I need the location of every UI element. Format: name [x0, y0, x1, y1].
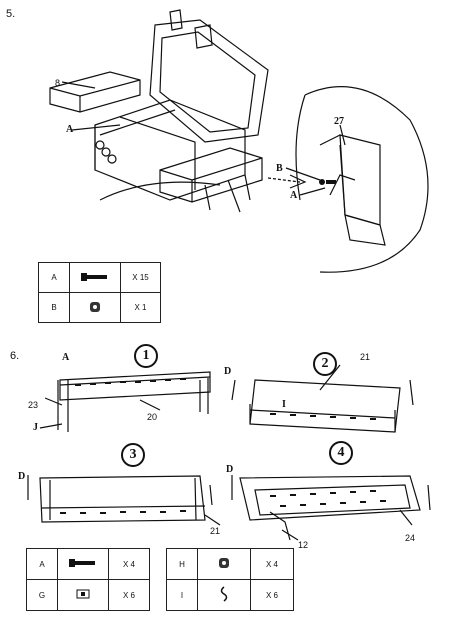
callout-d: D	[18, 471, 26, 482]
callout-24: 24	[405, 533, 416, 543]
bolt-icon	[69, 262, 121, 293]
part-qty: X 4	[108, 548, 150, 580]
part-qty: X 4	[250, 548, 294, 580]
part-key: I	[166, 579, 198, 611]
callout-d: D	[224, 366, 232, 377]
shelf-assembly-4	[239, 475, 421, 521]
step-5-number: 5.	[6, 8, 16, 20]
shelf-frame-2	[249, 379, 401, 433]
bolt-icon	[57, 548, 109, 580]
part-key: A	[26, 548, 58, 580]
sub-step-3: 3	[121, 443, 145, 467]
pin-icon	[197, 579, 251, 611]
nut-icon	[69, 292, 121, 323]
part-qty: X 6	[108, 579, 150, 611]
nut-icon	[197, 548, 251, 580]
clip-icon	[57, 579, 109, 611]
callout-a: A	[66, 124, 74, 135]
callout-j: J	[33, 422, 38, 433]
callout-d: D	[226, 464, 234, 475]
callout-8: 8	[55, 78, 61, 88]
shelf-panel-1	[59, 371, 211, 401]
callout-23: 23	[28, 400, 39, 410]
part-key: G	[26, 579, 58, 611]
callout-i: I	[282, 399, 286, 410]
sub-step-2: 2	[313, 352, 337, 376]
grill-lid	[149, 19, 269, 143]
side-shelf	[49, 71, 141, 113]
part-key: H	[166, 548, 198, 580]
part-qty: X 1	[120, 292, 161, 323]
callout-20: 20	[147, 412, 158, 422]
callout-a-detail: A	[290, 190, 298, 201]
callout-a: A	[62, 352, 70, 363]
step-5-parts-table: A X 15 B X 1	[38, 262, 161, 323]
callout-12: 12	[298, 540, 309, 550]
part-qty: X 6	[250, 579, 294, 611]
callout-21: 21	[210, 526, 221, 536]
callout-27: 27	[334, 116, 344, 127]
sub-step-1: 1	[134, 344, 158, 368]
detail-view-outline	[304, 86, 429, 273]
sub-step-4: 4	[329, 441, 353, 465]
callout-21: 21	[360, 352, 371, 362]
shelf-frame-3	[39, 475, 206, 523]
part-key: B	[38, 292, 70, 323]
step-6-number: 6.	[10, 350, 20, 362]
callout-b: B	[276, 163, 283, 174]
step-6-parts-table-left: A X 4 G X 6	[26, 548, 150, 611]
step-6-parts-table-right: H X 4 I X 6	[166, 548, 294, 611]
